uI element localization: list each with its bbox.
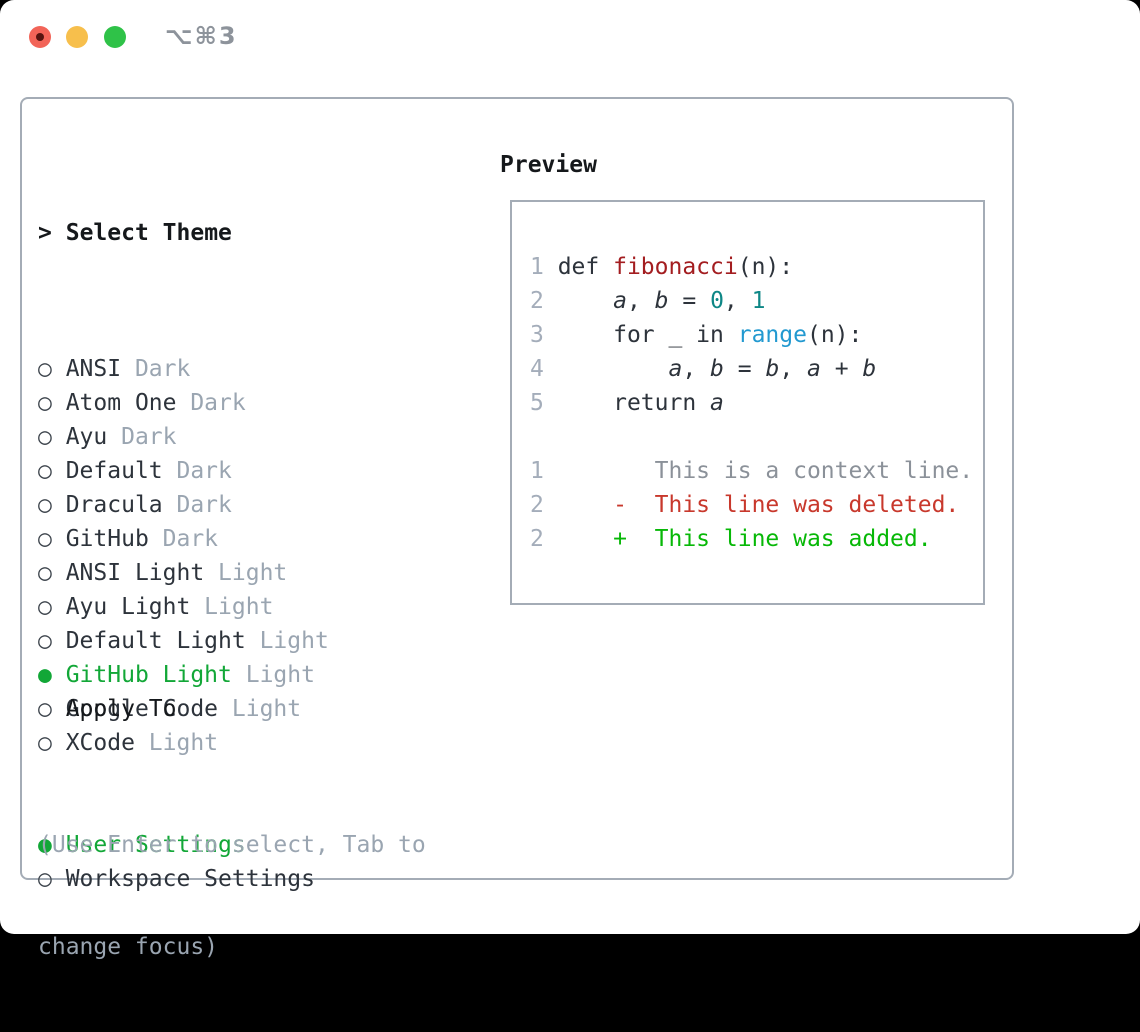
- theme-option[interactable]: ○ Ayu Dark: [38, 424, 177, 450]
- diff-line-context: 1 This is a context line.: [530, 458, 974, 484]
- theme-list: > Select Theme ○ ANSI Dark ○ Atom One Dar…: [38, 148, 329, 760]
- code-line: 4 a, b = b, a + b: [530, 356, 877, 382]
- code-line: 3 for _ in range(n):: [530, 322, 863, 348]
- preview-title: Preview: [500, 152, 597, 178]
- apply-to-header: Apply To: [38, 692, 315, 726]
- help-line-2: change focus): [38, 934, 219, 960]
- theme-option[interactable]: ○ Atom One Dark: [38, 390, 246, 416]
- code-line: 5 return a: [530, 390, 724, 416]
- diff-line-deleted: 2 - This line was deleted.: [530, 492, 960, 518]
- apply-to-title: Apply To: [65, 696, 177, 722]
- preview-box: 1 def fibonacci(n): 2 a, b = 0, 1 3 for _ …: [510, 200, 985, 605]
- code-line: 2 a, b = 0, 1: [530, 288, 766, 314]
- theme-option[interactable]: ○ Dracula Dark: [38, 492, 232, 518]
- app-screenshot: { "window": { "title": "⌥⌘3", "traffic_l…: [0, 0, 1140, 960]
- theme-option[interactable]: ○ Default Light Light: [38, 628, 329, 654]
- apply-to-section: Apply To ● User Settings ○ Workspace Sett…: [38, 624, 315, 896]
- preview-code: 1 def fibonacci(n): 2 a, b = 0, 1 3 for _ …: [530, 250, 973, 556]
- theme-option[interactable]: ○ ANSI Dark: [38, 356, 191, 382]
- select-theme-header: > Select Theme: [38, 216, 329, 250]
- theme-option[interactable]: ○ ANSI Light Light: [38, 560, 288, 586]
- theme-option[interactable]: ○ Default Dark: [38, 458, 232, 484]
- window-title: ⌥⌘3: [165, 22, 238, 50]
- theme-option[interactable]: ○ Ayu Light Light: [38, 594, 274, 620]
- minimize-button[interactable]: [66, 26, 88, 48]
- apply-to-option[interactable]: ● User Settings: [38, 832, 246, 858]
- theme-option[interactable]: ○ GitHub Dark: [38, 526, 219, 552]
- app-window: ⌥⌘3 > Select Theme ○ ANSI Dark ○ Atom One…: [0, 0, 1140, 960]
- apply-to-option[interactable]: ○ Workspace Settings: [38, 866, 315, 892]
- code-line: 1 def fibonacci(n):: [530, 254, 794, 280]
- diff-line-added: 2 + This line was added.: [530, 526, 932, 552]
- close-dot-icon: [36, 33, 44, 41]
- help-text: (Use Enter to select, Tab to change focu…: [38, 760, 426, 1032]
- theme-option[interactable]: ○ XCode Light: [38, 730, 219, 756]
- help-line-1: (Use Enter to select, Tab to: [38, 832, 426, 858]
- main-panel: > Select Theme ○ ANSI Dark ○ Atom One Dar…: [20, 97, 1014, 960]
- zoom-button[interactable]: [104, 26, 126, 48]
- focus-marker: >: [38, 220, 52, 246]
- theme-option[interactable]: ● GitHub Light Light: [38, 662, 315, 688]
- select-theme-title: Select Theme: [65, 220, 232, 246]
- blank-line: [530, 420, 973, 454]
- theme-option[interactable]: ○ Google Code Light: [38, 696, 302, 722]
- close-button[interactable]: [29, 26, 51, 48]
